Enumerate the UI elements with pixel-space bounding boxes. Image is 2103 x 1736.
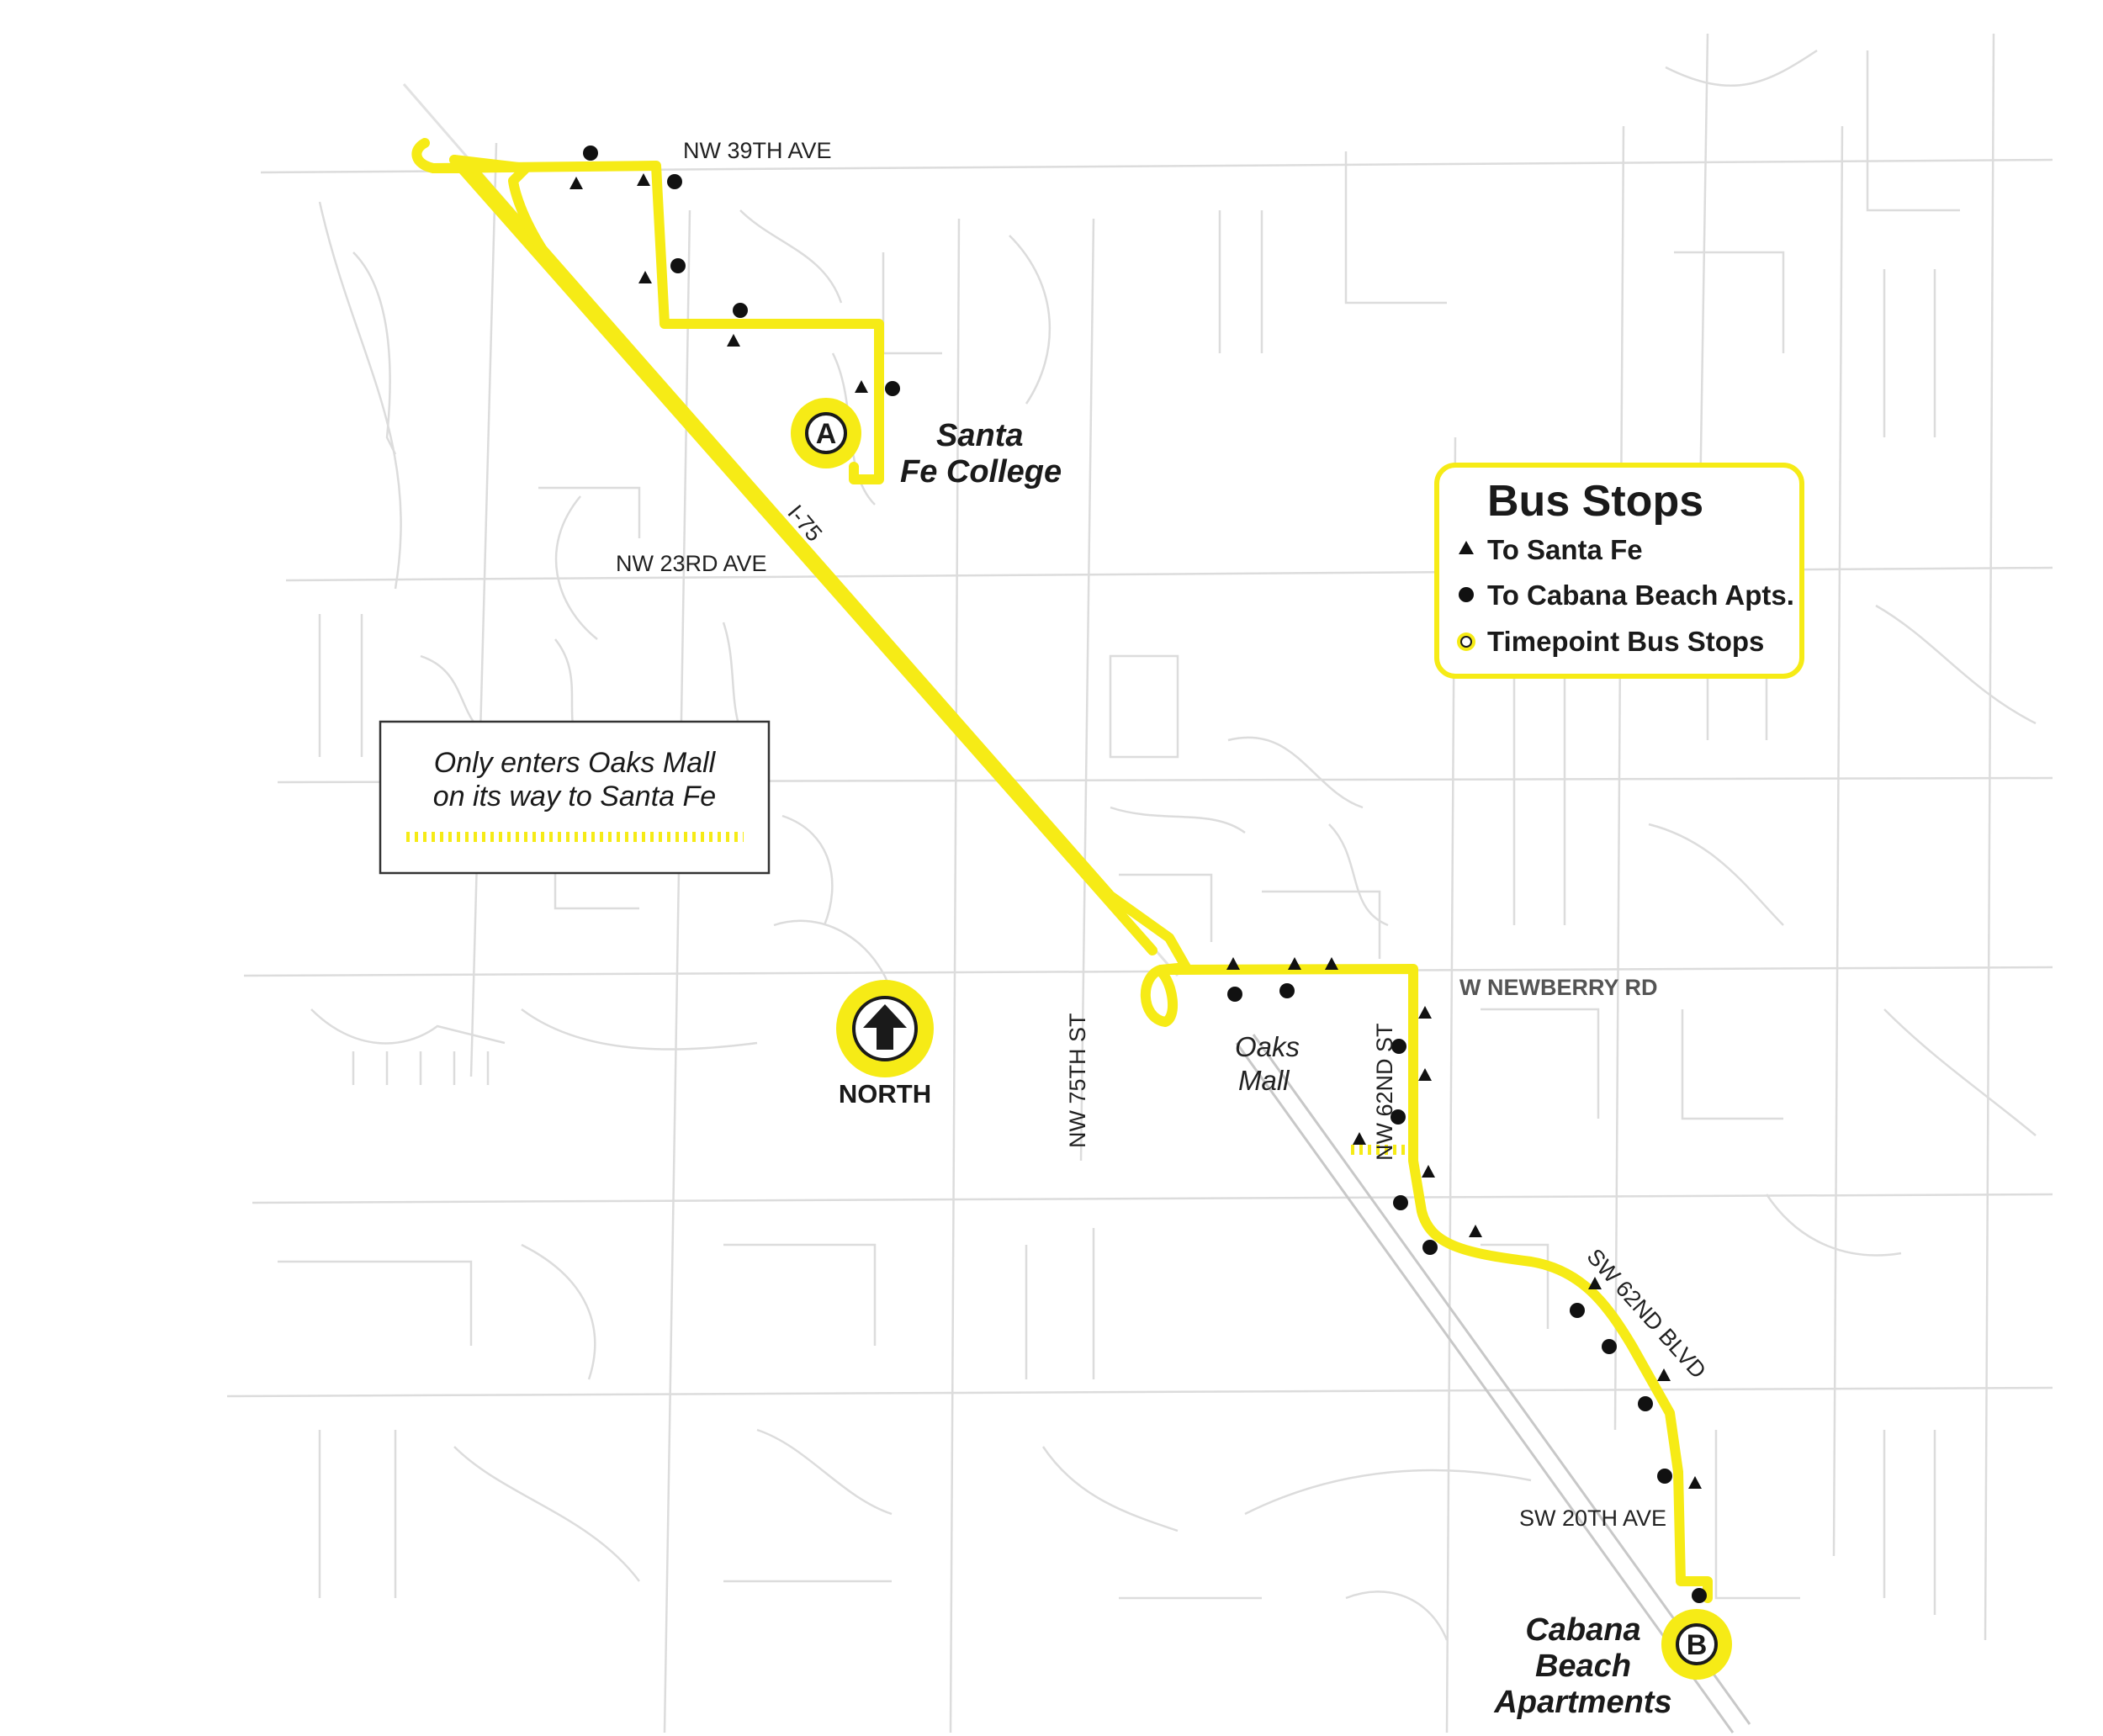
- note-line2: on its way to Santa Fe: [433, 781, 716, 812]
- label-nw-39th-ave: NW 39TH AVE: [683, 138, 832, 163]
- triangle-stop-icon[interactable]: [638, 271, 652, 283]
- circle-stop-icon[interactable]: [1422, 1240, 1438, 1255]
- label-cabana-line3: Apartments: [1493, 1685, 1671, 1720]
- circle-stop-icon[interactable]: [1692, 1588, 1707, 1603]
- triangle-stop-icon[interactable]: [1688, 1476, 1702, 1489]
- timepoint-b[interactable]: B: [1661, 1609, 1732, 1680]
- timepoint-b-letter: B: [1687, 1629, 1708, 1661]
- timepoint-a-letter: A: [816, 418, 837, 450]
- label-cabana-line1: Cabana: [1525, 1612, 1640, 1648]
- circle-stop-icon[interactable]: [670, 258, 686, 273]
- triangle-stop-icon[interactable]: [1325, 957, 1338, 970]
- circle-stop-icon[interactable]: [1602, 1339, 1617, 1354]
- triangle-stop-icon[interactable]: [1418, 1068, 1432, 1081]
- triangle-stop-icon[interactable]: [569, 177, 583, 189]
- circle-stop-icon[interactable]: [1638, 1396, 1653, 1411]
- north-arrow: NORTH: [836, 980, 934, 1109]
- street-network: [226, 33, 2053, 1733]
- legend-to-santa-fe: To Santa Fe: [1487, 534, 1643, 565]
- timepoint-icon: [1457, 632, 1475, 651]
- triangle-stop-icon: [1459, 541, 1474, 554]
- triangle-stop-icon[interactable]: [1469, 1225, 1482, 1237]
- timepoint-a[interactable]: A: [791, 398, 861, 468]
- circle-stop-icon[interactable]: [1570, 1303, 1585, 1318]
- label-nw-23rd-ave: NW 23RD AVE: [616, 551, 767, 576]
- oaks-mall-note: Only enters Oaks Mall on its way to Sant…: [379, 720, 771, 875]
- triangle-stop-icon[interactable]: [1226, 957, 1240, 970]
- label-nw-75th-st: NW 75TH ST: [1065, 1013, 1090, 1148]
- legend: Bus Stops To Santa Fe To Cabana Beach Ap…: [1434, 463, 1804, 679]
- label-cabana-line2: Beach: [1535, 1649, 1631, 1684]
- label-santa-fe-line1: Santa: [936, 418, 1023, 453]
- circle-stop-icon[interactable]: [885, 381, 900, 396]
- stops-to-santa-fe: [569, 173, 1702, 1489]
- circle-stop-icon: [1459, 587, 1474, 602]
- triangle-stop-icon[interactable]: [1288, 957, 1301, 970]
- circle-stop-icon[interactable]: [1391, 1109, 1406, 1125]
- triangle-stop-icon[interactable]: [1353, 1132, 1366, 1145]
- label-santa-fe-line2: Fe College: [900, 454, 1062, 490]
- circle-stop-icon[interactable]: [1657, 1469, 1672, 1484]
- triangle-stop-icon[interactable]: [855, 380, 868, 393]
- label-oaks-line2: Mall: [1238, 1065, 1290, 1096]
- legend-title: Bus Stops: [1487, 477, 1703, 526]
- triangle-stop-icon[interactable]: [1588, 1277, 1602, 1289]
- circle-stop-icon[interactable]: [667, 174, 682, 189]
- note-line1: Only enters Oaks Mall: [434, 747, 717, 779]
- circle-stop-icon[interactable]: [583, 146, 598, 161]
- triangle-stop-icon[interactable]: [1657, 1368, 1671, 1381]
- bus-route-line: [411, 138, 1713, 1603]
- legend-timepoint: Timepoint Bus Stops: [1487, 626, 1764, 657]
- north-arrow-icon: [863, 1004, 907, 1050]
- stops-to-cabana-beach: [583, 146, 1707, 1603]
- label-sw-20th-ave: SW 20TH AVE: [1519, 1506, 1666, 1531]
- legend-to-cabana: To Cabana Beach Apts.: [1487, 580, 1794, 611]
- label-w-newberry-rd: W NEWBERRY RD: [1459, 975, 1658, 1000]
- label-nw-62nd-st: NW 62ND ST: [1372, 1023, 1397, 1161]
- label-oaks-line1: Oaks: [1235, 1031, 1300, 1062]
- triangle-stop-icon[interactable]: [727, 334, 740, 347]
- circle-stop-icon[interactable]: [733, 303, 748, 318]
- triangle-stop-icon[interactable]: [1418, 1006, 1432, 1019]
- circle-stop-icon[interactable]: [1391, 1039, 1406, 1054]
- north-label: NORTH: [839, 1079, 931, 1109]
- circle-stop-icon[interactable]: [1279, 983, 1295, 998]
- triangle-stop-icon[interactable]: [637, 173, 650, 186]
- triangle-stop-icon[interactable]: [1422, 1165, 1435, 1178]
- circle-stop-icon[interactable]: [1393, 1195, 1408, 1210]
- circle-stop-icon[interactable]: [1227, 987, 1242, 1002]
